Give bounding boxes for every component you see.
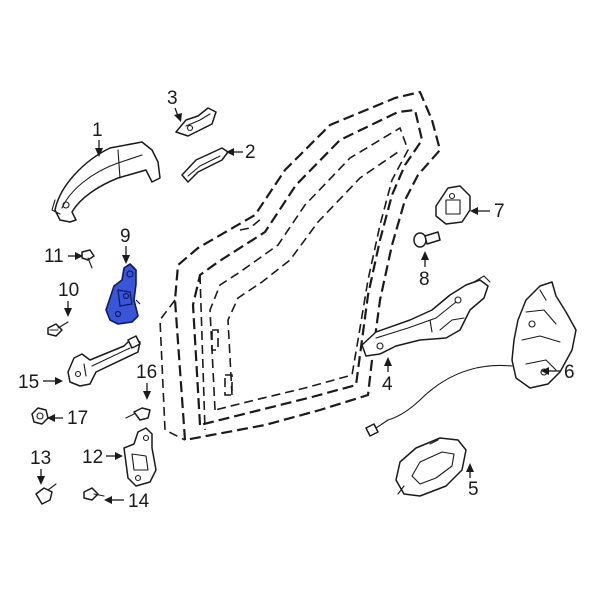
callout-14: 14 [104, 491, 150, 512]
part-12-lower-door-hinge [123, 427, 157, 487]
callout-1-label: 1 [92, 120, 103, 141]
part-2-handle-cover [181, 147, 229, 183]
part-3-lock-cylinder-cover [175, 107, 217, 137]
part-4-handle-bracket [361, 275, 491, 357]
callout-16-label: 16 [136, 362, 157, 383]
callout-9-label: 9 [120, 226, 131, 247]
callout-7: 7 [470, 201, 505, 222]
callout-14-label: 14 [128, 491, 150, 512]
callout-4-label: 4 [382, 374, 393, 395]
part-13-bolt [35, 483, 57, 505]
part-16-bolt [125, 407, 151, 421]
callout-11-label: 11 [44, 246, 64, 267]
callout-7-label: 7 [494, 201, 505, 222]
callout-3: 3 [167, 88, 182, 122]
callout-15-label: 15 [18, 372, 39, 393]
callout-4: 4 [382, 357, 393, 395]
callout-11: 11 [44, 246, 83, 267]
part-7-door-striker [435, 185, 471, 225]
callout-8: 8 [419, 251, 430, 290]
callout-3-label: 3 [167, 88, 178, 109]
part-5-inside-handle [395, 437, 467, 497]
callout-5: 5 [466, 463, 479, 500]
callout-17: 17 [47, 408, 88, 429]
part-6-door-lock-actuator [365, 281, 577, 437]
door-frame-outline [159, 90, 442, 442]
part-15-door-check [67, 335, 141, 387]
part-17-nut [31, 407, 49, 425]
part-14-bolt [83, 487, 105, 501]
part-1-outside-handle [51, 141, 161, 223]
highlighted-hinge-body [105, 263, 139, 325]
callout-12-label: 12 [82, 447, 103, 468]
callout-1: 1 [92, 120, 103, 157]
part-8-striker-bolt [413, 231, 441, 248]
callout-15: 15 [18, 372, 63, 393]
callout-2: 2 [226, 142, 256, 163]
callout-6-label: 6 [564, 362, 575, 383]
callout-12: 12 [82, 447, 123, 468]
callout-16: 16 [136, 362, 157, 400]
callout-8-label: 8 [419, 269, 430, 290]
callout-5-label: 5 [468, 479, 479, 500]
callout-13-label: 13 [30, 448, 51, 469]
callout-10: 10 [58, 280, 79, 317]
callout-17-label: 17 [67, 408, 88, 429]
part-10-bolt [47, 321, 69, 337]
callout-9: 9 [120, 226, 131, 264]
callout-6: 6 [541, 362, 575, 383]
callout-2-label: 2 [245, 142, 256, 163]
callout-13: 13 [30, 448, 51, 485]
part-11-bolt [81, 249, 95, 269]
callout-10-label: 10 [58, 280, 79, 301]
part-9-door-hinge-highlighted [105, 263, 141, 325]
